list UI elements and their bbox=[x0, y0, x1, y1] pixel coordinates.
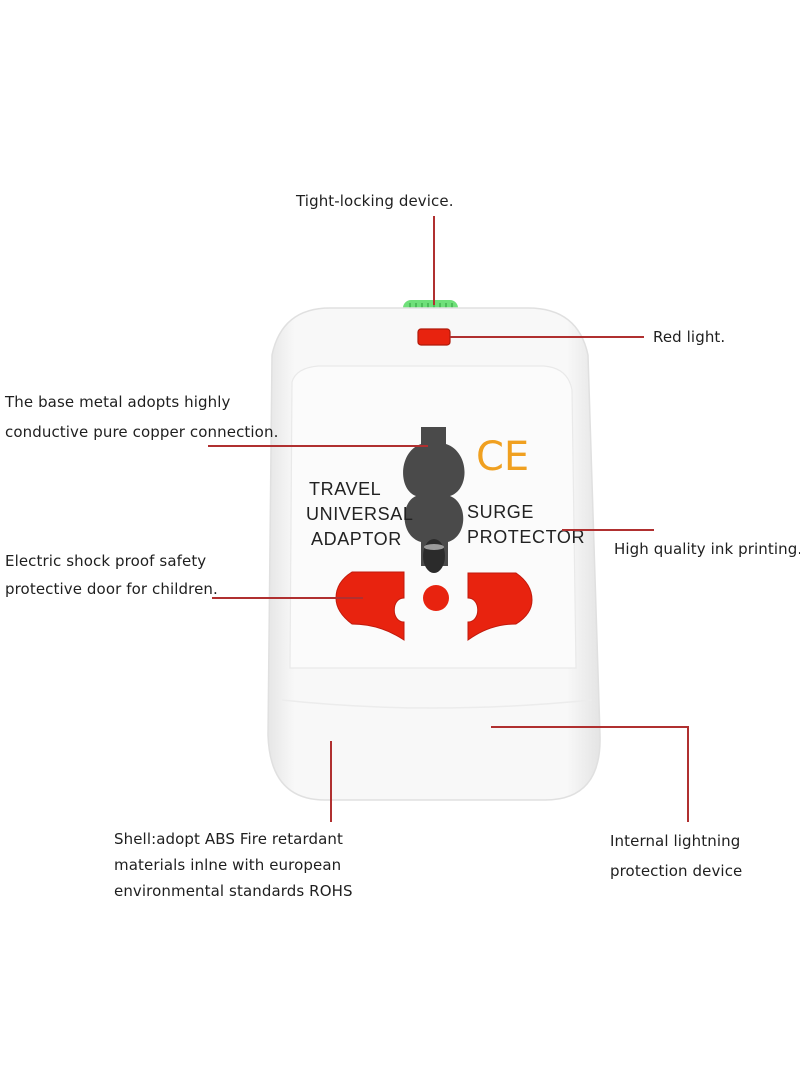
print-surge: SURGE bbox=[467, 502, 534, 522]
callout-red-light-line-1: Red light. bbox=[653, 328, 726, 346]
print-protector: PROTECTOR bbox=[467, 527, 585, 547]
ce-mark: CE bbox=[476, 434, 529, 480]
print-adaptor: ADAPTOR bbox=[311, 529, 402, 549]
leader-lightning bbox=[491, 726, 689, 822]
callout-ink-printing-line-1: High quality ink printing. bbox=[614, 540, 800, 558]
print-universal: UNIVERSAL bbox=[306, 504, 413, 524]
callout-shell: Shell:adopt ABS Fire retardant materials… bbox=[114, 826, 353, 904]
callout-copper: The base metal adopts highly conductive … bbox=[5, 387, 278, 447]
callout-red-light: Red light. bbox=[653, 328, 725, 346]
callout-lightning-line-2: protection device bbox=[610, 862, 743, 880]
red-light-indicator bbox=[417, 328, 451, 346]
callout-shell-line-1: Shell:adopt ABS Fire retardant bbox=[114, 830, 343, 848]
adapter-bottom-ridge bbox=[281, 699, 593, 709]
socket-right bbox=[467, 572, 533, 641]
callout-shock-proof: Electric shock proof safety protective d… bbox=[5, 547, 218, 603]
callout-tight-locking-line-1: Tight-locking device. bbox=[296, 192, 454, 210]
print-travel: TRAVEL bbox=[309, 479, 381, 499]
callout-shell-line-2: materials inlne with european bbox=[114, 856, 342, 874]
slot-contact-highlight bbox=[424, 544, 444, 550]
copper-pin-slot bbox=[403, 427, 465, 566]
socket-center-hole bbox=[423, 585, 449, 611]
callout-copper-line-1: The base metal adopts highly bbox=[5, 393, 231, 411]
callout-shock-proof-line-2: protective door for children. bbox=[5, 580, 218, 598]
callout-lightning-line-1: Internal lightning bbox=[610, 832, 741, 850]
callout-lightning: Internal lightning protection device bbox=[610, 826, 742, 886]
callout-ink-printing: High quality ink printing. bbox=[614, 540, 800, 558]
callout-shock-proof-line-1: Electric shock proof safety bbox=[5, 552, 207, 570]
callout-copper-line-2: conductive pure copper connection. bbox=[5, 423, 279, 441]
callout-tight-locking: Tight-locking device. bbox=[296, 192, 454, 210]
leader-lines bbox=[208, 216, 689, 822]
callout-shell-line-3: environmental standards ROHS bbox=[114, 882, 353, 900]
socket-left bbox=[335, 571, 405, 641]
